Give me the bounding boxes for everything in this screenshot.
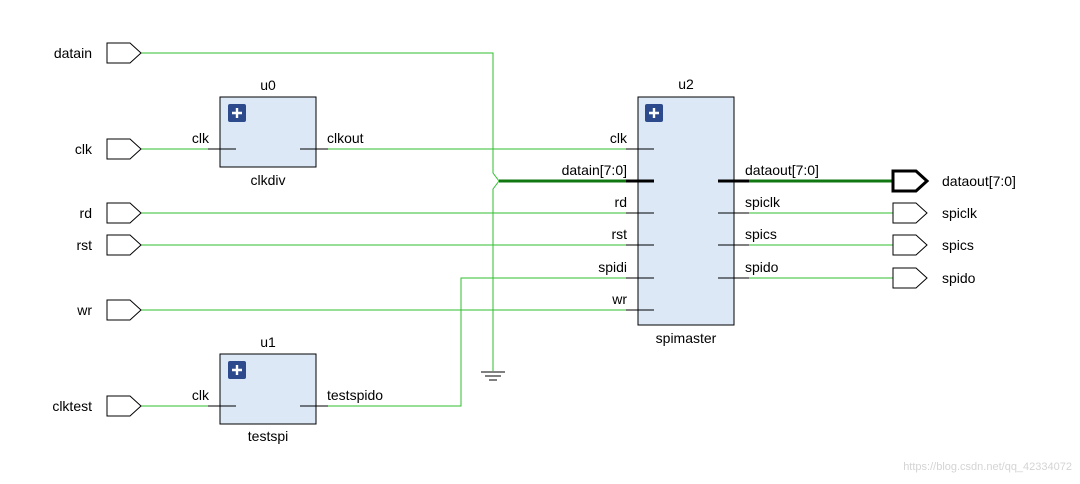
cell-u0[interactable]: u0 clk clkout clkdiv (192, 77, 364, 188)
plus-icon[interactable] (228, 361, 246, 379)
input-port-rst[interactable]: rst (76, 234, 142, 256)
pin-u2-clk: clk (610, 130, 628, 146)
input-port-label: rd (80, 205, 92, 221)
pin-u2-spido: spido (745, 259, 779, 275)
input-port-wr[interactable]: wr (76, 299, 142, 321)
input-port-label: datain (54, 45, 92, 61)
output-port-spido[interactable]: spido (892, 267, 976, 289)
input-port-datain[interactable]: datain (54, 42, 142, 64)
plus-icon[interactable] (645, 104, 663, 122)
output-port-dataout70[interactable]: dataout[7:0] (891, 169, 1016, 193)
pin-u2-wr: wr (611, 291, 627, 307)
pin-u1-testspido: testspido (327, 387, 383, 403)
input-port-label: clk (75, 141, 93, 157)
pin-u2-spiclk: spiclk (745, 194, 781, 210)
pin-u2-rst: rst (611, 226, 627, 242)
input-port-label: wr (76, 302, 92, 318)
pin-u2-spics: spics (745, 226, 777, 242)
pin-u0-clkout: clkout (327, 130, 364, 146)
plus-icon[interactable] (228, 104, 246, 122)
pin-u2-dataout: dataout[7:0] (745, 162, 819, 178)
input-port-clk[interactable]: clk (75, 138, 142, 160)
cell-u1[interactable]: u1 clk testspido testspi (192, 334, 383, 444)
cell-u1-instance: u1 (260, 334, 276, 350)
cell-u2-body[interactable] (637, 96, 735, 326)
output-port-label: spiclk (942, 205, 978, 221)
input-port-rd[interactable]: rd (80, 202, 142, 224)
pin-u0-clk: clk (192, 130, 210, 146)
pin-u1-clk: clk (192, 387, 210, 403)
input-port-clktest[interactable]: clktest (52, 395, 142, 417)
cell-u0-module: clkdiv (250, 172, 285, 188)
cell-u2-instance: u2 (678, 76, 694, 92)
net-testspido[interactable] (317, 277, 626, 407)
output-port-spiclk[interactable]: spiclk (892, 202, 978, 224)
input-port-label: clktest (52, 398, 92, 414)
output-port-label: dataout[7:0] (942, 173, 1016, 189)
cell-u2-module: spimaster (656, 330, 717, 346)
input-ports: datain clk rd rst wr clktest (52, 42, 142, 417)
cell-u0-instance: u0 (260, 77, 276, 93)
output-ports: dataout[7:0] spiclk spics spido (891, 169, 1016, 289)
ground-icon (481, 371, 505, 381)
input-port-label: rst (76, 237, 92, 253)
output-port-label: spido (942, 270, 976, 286)
cell-u2[interactable]: u2 clk datain[7:0] rd rst spidi wr datao… (562, 76, 819, 346)
cell-u1-module: testspi (248, 428, 288, 444)
output-port-spics[interactable]: spics (892, 234, 974, 256)
pin-u2-spidi: spidi (598, 259, 627, 275)
output-port-label: spics (942, 237, 974, 253)
nets (141, 52, 893, 407)
net-datain[interactable] (141, 52, 500, 371)
pin-u2-rd: rd (615, 194, 627, 210)
pin-u2-datain: datain[7:0] (562, 162, 627, 178)
watermark: https://blog.csdn.net/qq_42334072 (903, 461, 1072, 473)
